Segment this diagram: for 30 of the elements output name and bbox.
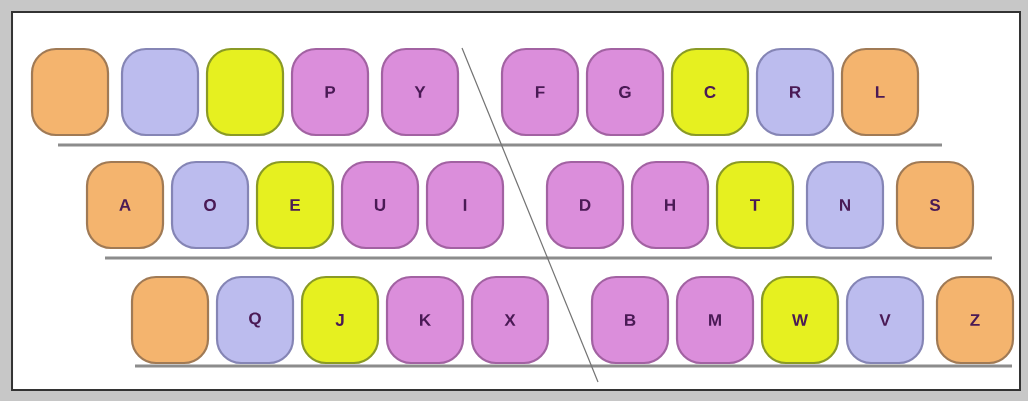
key: H	[630, 160, 710, 250]
key: N	[805, 160, 885, 250]
key: R	[755, 47, 835, 137]
key: D	[545, 160, 625, 250]
key	[120, 47, 200, 137]
key	[30, 47, 110, 137]
key: A	[85, 160, 165, 250]
key: W	[760, 275, 840, 365]
key: J	[300, 275, 380, 365]
key: Y	[380, 47, 460, 137]
key: L	[840, 47, 920, 137]
key: I	[425, 160, 505, 250]
key: U	[340, 160, 420, 250]
key: F	[500, 47, 580, 137]
key: Q	[215, 275, 295, 365]
key: V	[845, 275, 925, 365]
key: Z	[935, 275, 1015, 365]
key: X	[470, 275, 550, 365]
key: M	[675, 275, 755, 365]
key: E	[255, 160, 335, 250]
key	[130, 275, 210, 365]
key: P	[290, 47, 370, 137]
key: O	[170, 160, 250, 250]
key: K	[385, 275, 465, 365]
key: S	[895, 160, 975, 250]
key: G	[585, 47, 665, 137]
key	[205, 47, 285, 137]
key: B	[590, 275, 670, 365]
key: T	[715, 160, 795, 250]
key: C	[670, 47, 750, 137]
